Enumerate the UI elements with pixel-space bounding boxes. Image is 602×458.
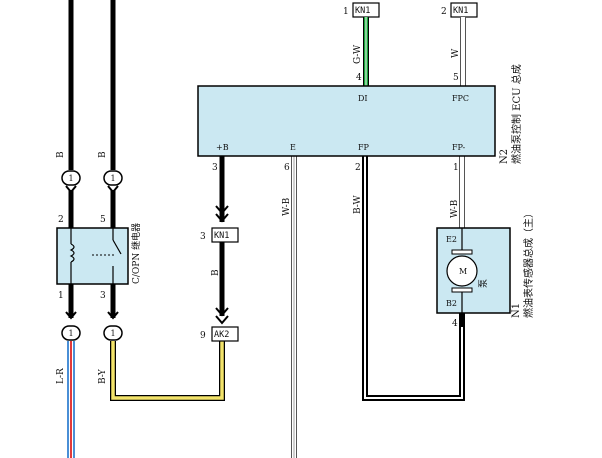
wire-fpc: W 5	[451, 17, 466, 86]
svg-text:E: E	[290, 143, 296, 152]
svg-text:3: 3	[200, 232, 206, 242]
wire-label-b-y: B-Y	[98, 368, 108, 384]
relay-c-opn: 2 5 1 3 C/OPN 继电器	[56, 215, 142, 301]
wire-label-left-1: B	[56, 151, 66, 158]
ecu-label-name: 燃油泵控制 ECU 总成	[510, 64, 523, 164]
svg-text:E2: E2	[446, 235, 457, 244]
ecu-label-id: N2	[499, 149, 510, 164]
junction-3: 1	[61, 325, 81, 341]
wire-label-fpc: W	[451, 48, 461, 58]
junction-4: 1	[103, 325, 123, 341]
svg-text:2: 2	[355, 163, 361, 173]
svg-text:5: 5	[453, 73, 459, 83]
wire-label-fp: B-W	[353, 195, 363, 214]
svg-text:KN1: KN1	[355, 6, 370, 16]
wire-b-y: B-Y	[98, 341, 225, 401]
svg-text:DI: DI	[358, 94, 368, 103]
relay-label: C/OPN 继电器	[130, 223, 142, 284]
sensor-label-name: 燃油表传感器总成（主）	[522, 208, 535, 318]
svg-text:1: 1	[343, 7, 349, 17]
wire-e: W-B	[282, 156, 297, 458]
svg-text:9: 9	[200, 331, 206, 341]
svg-text:1: 1	[111, 329, 116, 338]
wire-label-plusb-lower: B	[211, 269, 221, 276]
fuel-gauge-sensor: E2 B2 M 泵	[436, 227, 511, 314]
connector-kn1-top-left: KN1 1	[343, 2, 380, 18]
svg-text:3: 3	[100, 291, 106, 301]
svg-text:4: 4	[452, 319, 458, 329]
wire-label-fp-minus: W-B	[450, 199, 460, 218]
svg-text:KN1: KN1	[214, 231, 229, 241]
wire-label-left-2: B	[98, 151, 108, 158]
wire-l-r: L-R	[56, 341, 75, 458]
motor-icon	[446, 255, 478, 287]
pump-label: 泵	[478, 279, 489, 288]
svg-text:M: M	[459, 267, 467, 276]
wire-di: G-W 4	[353, 17, 369, 86]
connector-kn1-top-right: KN1 2	[441, 2, 478, 18]
svg-text:1: 1	[69, 174, 74, 183]
left-wire-1: B	[56, 0, 74, 170]
connector-ak2: AK2 9	[200, 326, 239, 342]
junction-1: 1	[61, 170, 81, 186]
svg-text:FP-: FP-	[452, 143, 465, 152]
fuel-pump-ecu: DI FPC +B E FP FP-	[197, 85, 496, 157]
svg-text:5: 5	[100, 215, 106, 225]
arrow-plusb-2	[215, 213, 229, 223]
wire-label-e: W-B	[282, 197, 292, 216]
arrow-plusb-4	[215, 315, 229, 325]
svg-text:1: 1	[69, 329, 74, 338]
svg-text:KN1: KN1	[453, 6, 468, 16]
svg-text:3: 3	[212, 163, 218, 173]
svg-text:1: 1	[111, 174, 116, 183]
wire-fp-minus: W-B	[450, 156, 465, 228]
wire-label-di: G-W	[353, 44, 363, 64]
connector-kn1-mid: KN1 3	[200, 227, 239, 243]
svg-text:6: 6	[284, 163, 290, 173]
svg-text:B2: B2	[446, 299, 457, 308]
svg-text:+B: +B	[216, 143, 229, 152]
svg-text:FP: FP	[358, 143, 370, 152]
svg-text:1: 1	[58, 291, 64, 301]
svg-text:2: 2	[58, 215, 64, 225]
svg-text:2: 2	[441, 7, 447, 17]
svg-text:AK2: AK2	[214, 330, 229, 340]
wire-label-l-r: L-R	[56, 368, 66, 384]
left-wire-2: B	[98, 0, 116, 170]
arrow-plusb-3	[215, 307, 229, 317]
svg-text:1: 1	[453, 163, 459, 173]
svg-text:4: 4	[356, 73, 362, 83]
wire-fp-loop: B-W	[353, 156, 465, 401]
arrow-plusb-1	[215, 205, 229, 215]
arrow-j3	[65, 311, 77, 320]
svg-text:FPC: FPC	[452, 94, 469, 103]
arrow-j4	[107, 311, 119, 320]
sensor-label-id: N1	[511, 303, 522, 318]
junction-2: 1	[103, 170, 123, 186]
